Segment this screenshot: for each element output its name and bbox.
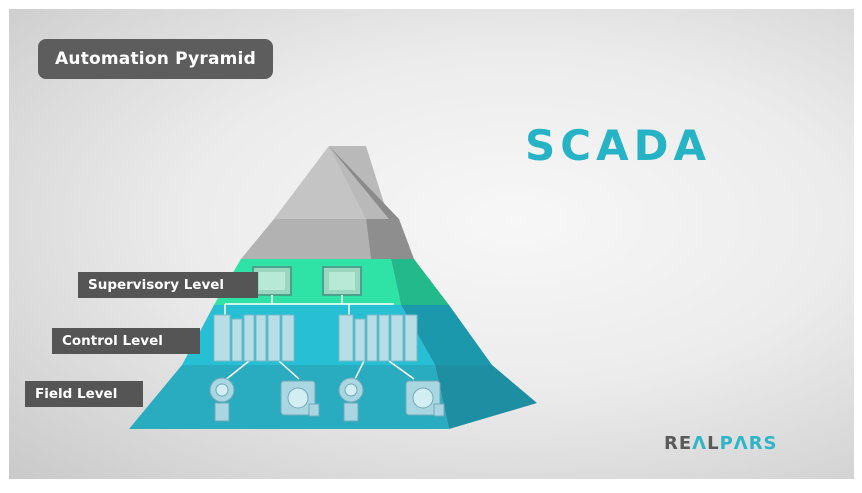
field-level-side bbox=[435, 365, 537, 429]
control-level-label: Control Level bbox=[52, 328, 200, 354]
realpars-logo: REΛLPΛRS bbox=[664, 433, 778, 454]
servo-motor-icon bbox=[405, 380, 445, 417]
slide: Automation Pyramid SCADA bbox=[9, 9, 854, 479]
pyramid-upper-front bbox=[241, 219, 371, 259]
plc-rack-icon bbox=[213, 314, 295, 362]
pyramid-upper-side bbox=[366, 219, 414, 259]
automation-pyramid bbox=[129, 146, 537, 429]
transmitter-icon bbox=[209, 377, 235, 422]
page-title: Automation Pyramid bbox=[38, 39, 273, 79]
network-lines bbox=[223, 295, 415, 382]
transmitter-icon bbox=[338, 377, 364, 422]
control-level-side bbox=[401, 305, 492, 365]
pyramid-apex-tip bbox=[274, 146, 366, 219]
scada-heading: SCADA bbox=[525, 121, 711, 170]
hmi-screen-icon bbox=[252, 266, 292, 296]
hmi-screen-icon bbox=[322, 266, 362, 296]
field-level-label: Field Level bbox=[25, 381, 143, 407]
pyramid-apex-side bbox=[329, 146, 399, 219]
servo-motor-icon bbox=[280, 380, 320, 417]
supervisory-level-side bbox=[391, 259, 449, 305]
plc-rack-icon bbox=[338, 314, 418, 362]
supervisory-level-label: Supervisory Level bbox=[78, 272, 258, 298]
